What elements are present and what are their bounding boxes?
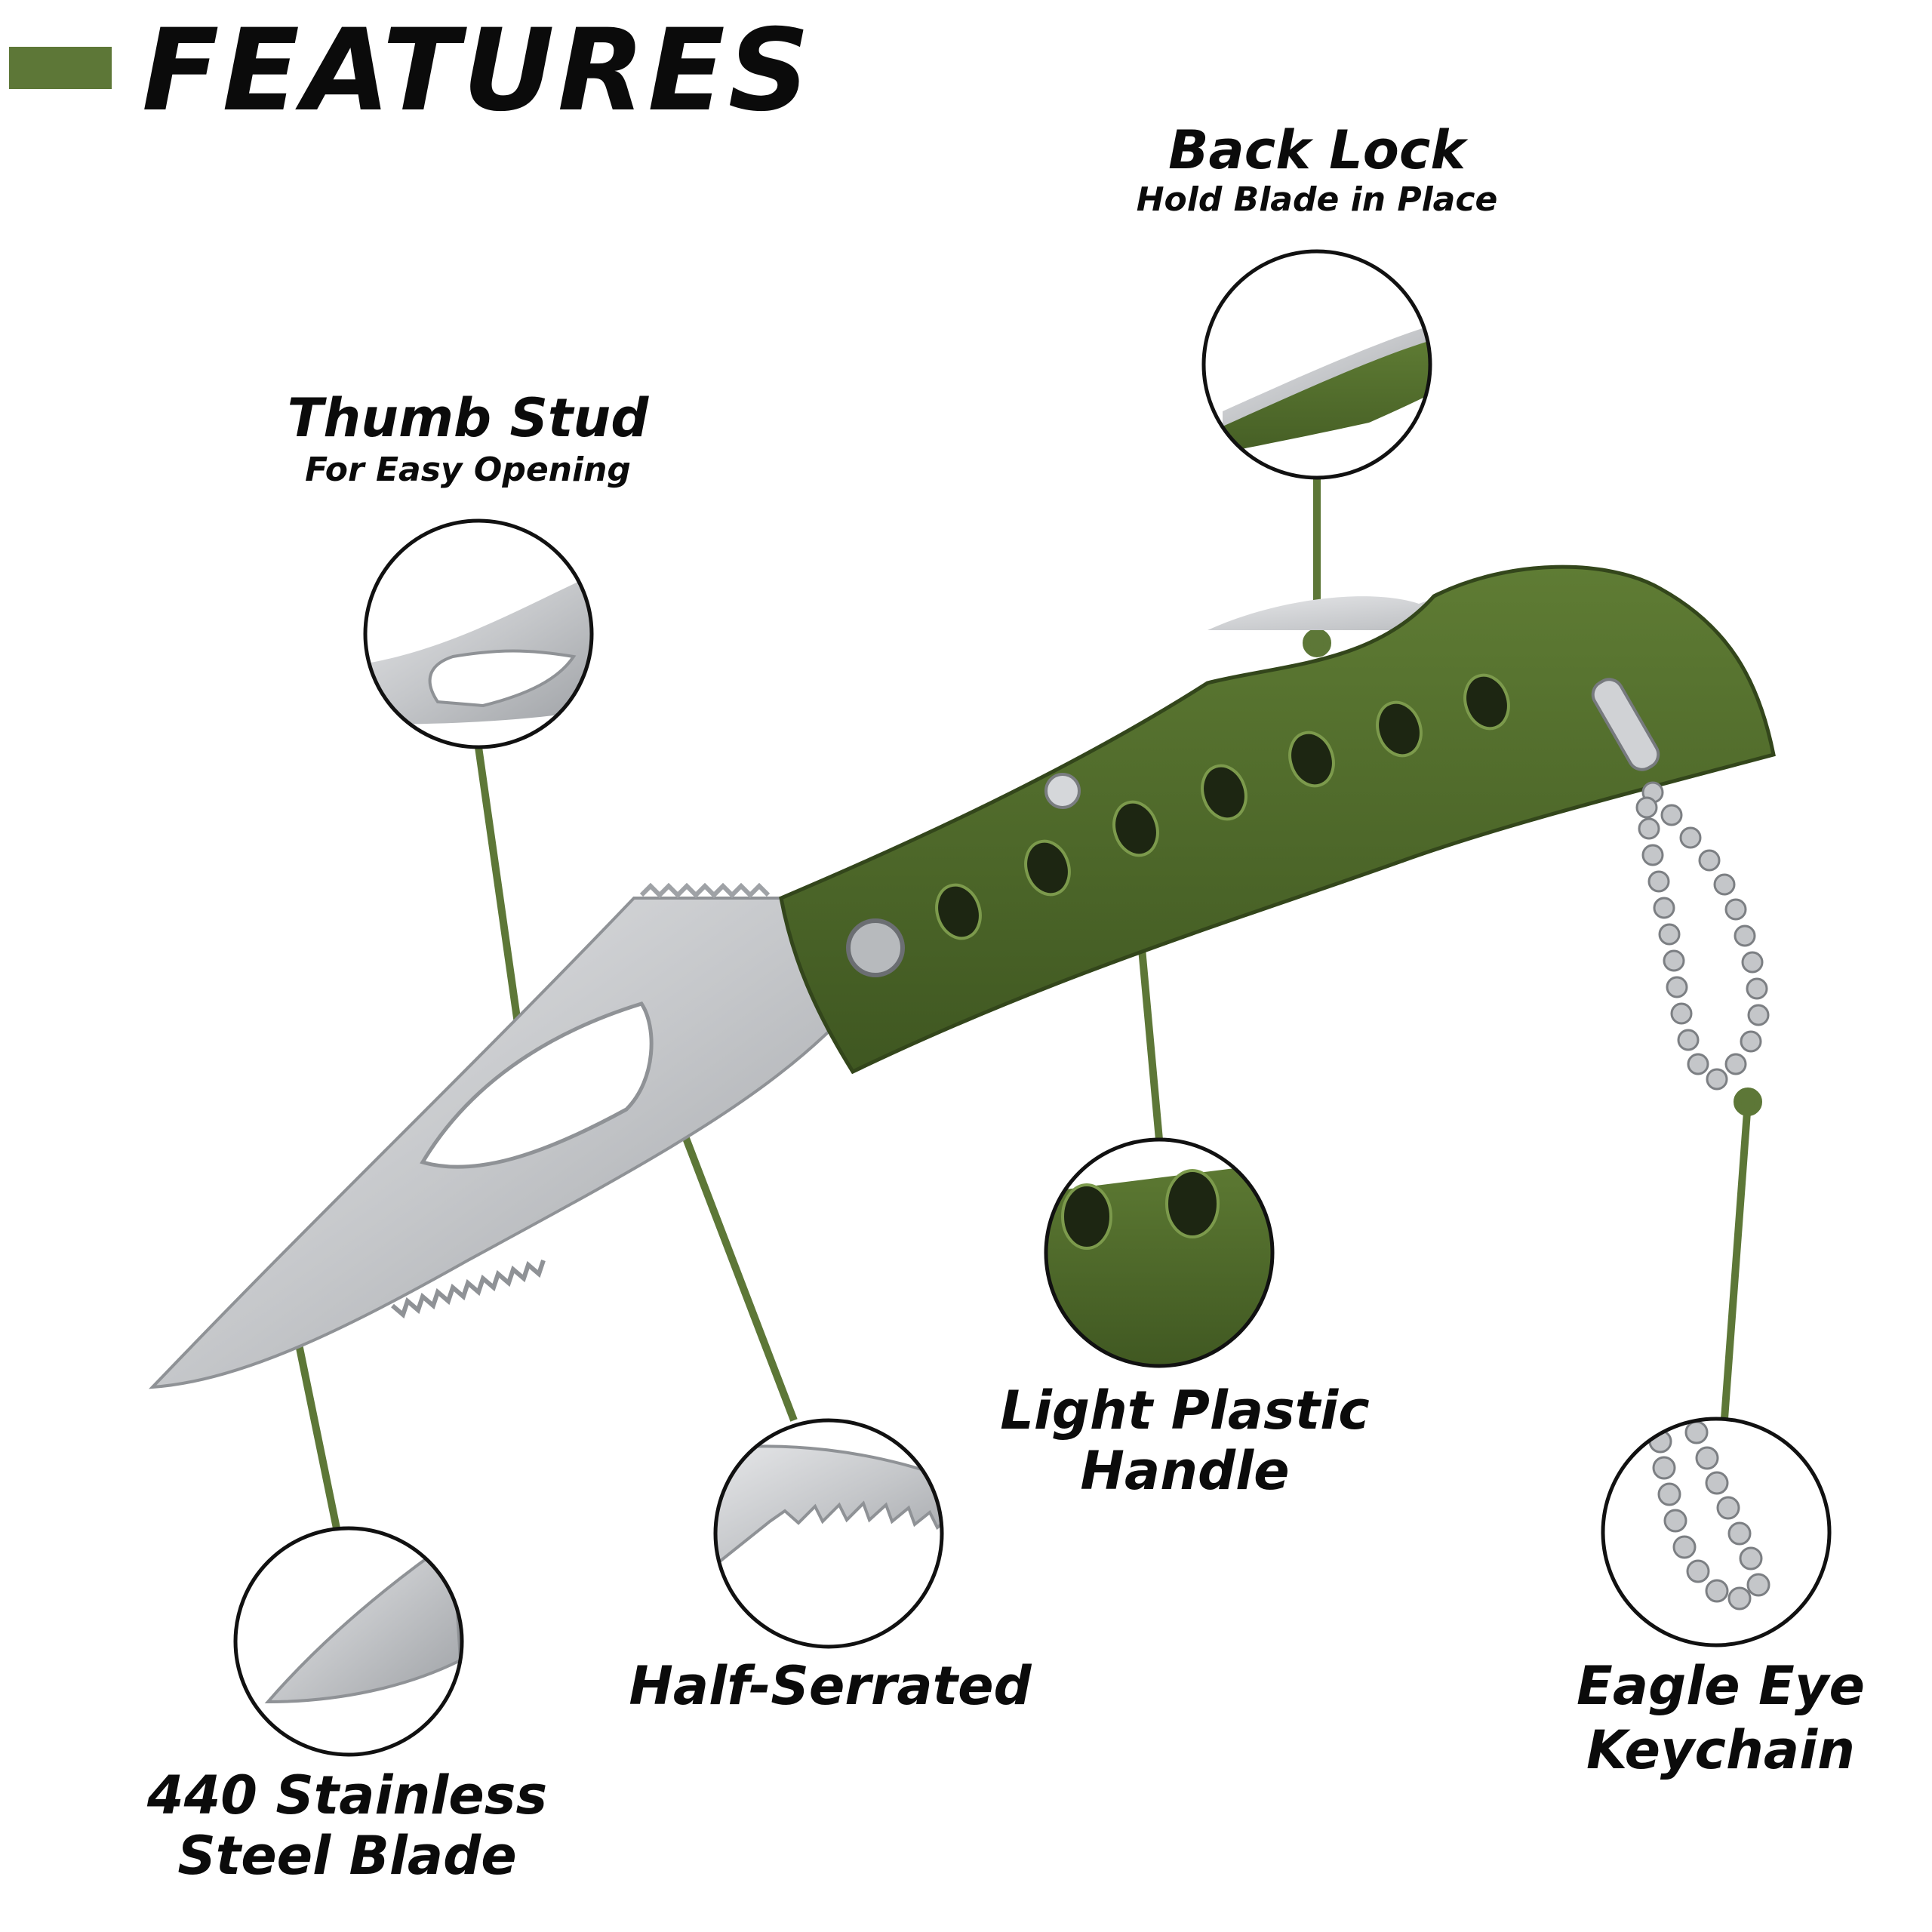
thumb-stud-subtitle: For Easy Opening (305, 451, 631, 489)
handle-holes (935, 673, 1510, 940)
rivet (1044, 773, 1081, 809)
blade-label-line1: 440 Stainless (146, 1764, 548, 1826)
half-serrated-label: Half-Serrated (629, 1655, 1032, 1717)
handle-label-line1: Light Plastic (1000, 1380, 1370, 1441)
back-lock-title: Back Lock (1168, 119, 1466, 181)
detail-back-lock (1201, 249, 1432, 480)
detail-half-serrated (713, 1418, 944, 1649)
detail-thumb-stud (363, 518, 594, 749)
keychain-label-line1: Eagle Eye (1577, 1655, 1865, 1717)
knife-blade (148, 882, 848, 1389)
ball-chain (1635, 781, 1770, 1091)
keychain-label-line2: Keychain (1586, 1719, 1855, 1781)
detail-blade-tip (233, 1526, 464, 1757)
title-accent-bar (9, 47, 112, 89)
handle-label-line2: Handle (1080, 1440, 1290, 1502)
blade-label-line2: Steel Blade (177, 1825, 517, 1887)
page-title: FEATURES (142, 5, 813, 137)
back-lock-subtitle: Hold Blade in Place (1136, 180, 1498, 219)
detail-keychain (1601, 1417, 1832, 1647)
knife-handle (779, 565, 1776, 1075)
pivot-pin (846, 918, 905, 977)
detail-light-plastic-handle (1044, 1137, 1275, 1368)
thumb-stud-title: Thumb Stud (287, 387, 649, 449)
